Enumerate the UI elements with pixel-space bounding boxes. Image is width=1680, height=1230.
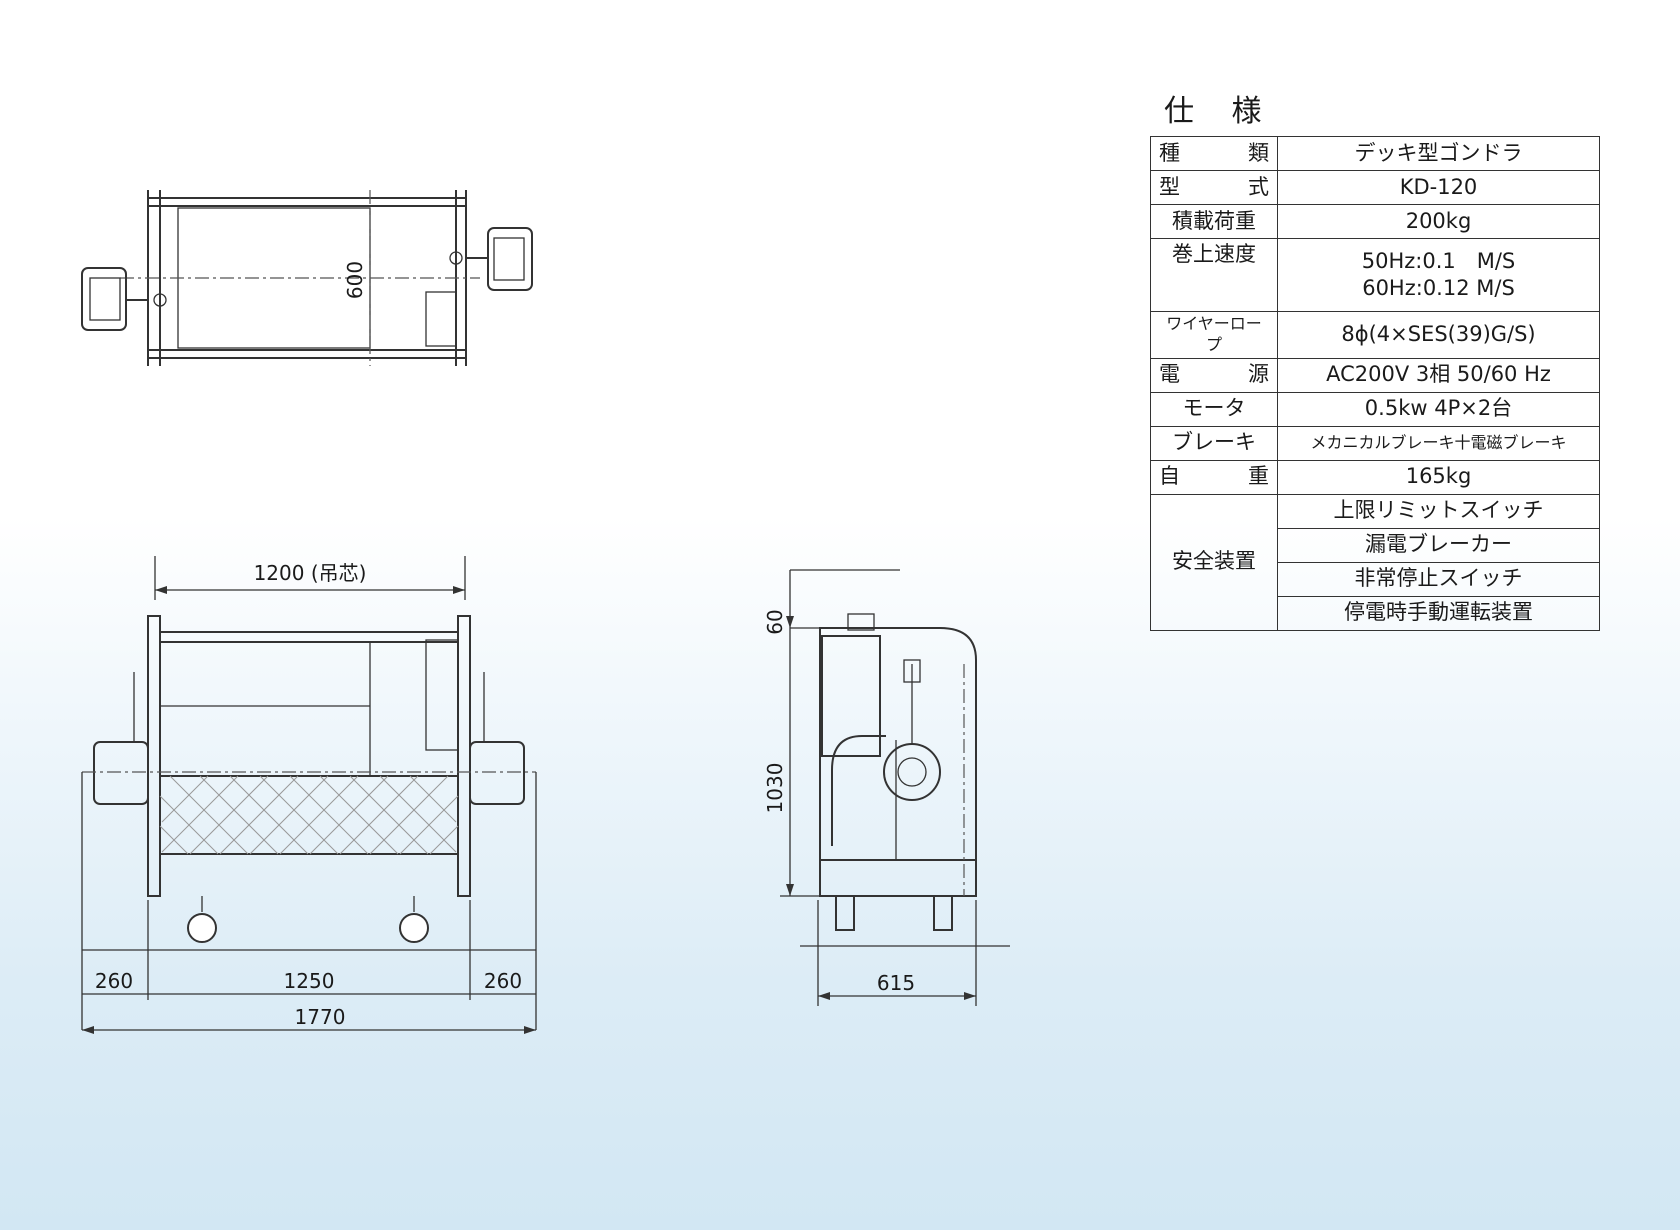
spec-label: ワイヤーロープ <box>1166 314 1262 354</box>
top-view: 600 <box>81 190 533 366</box>
spec-row-speed: 巻上速度 50Hz:0.1 M/S 60Hz:0.12 M/S <box>1150 238 1600 312</box>
spec-value: 漏電ブレーカー <box>1277 527 1600 563</box>
spec-value: 8ϕ(4×SES(39)G/S) <box>1277 311 1600 359</box>
spec-label: 安全装置 <box>1172 549 1256 574</box>
spec-title: 仕 様 <box>1164 94 1276 129</box>
spec-value: デッキ型ゴンドラ <box>1277 136 1600 171</box>
spec-row-safety: 非常停止スイッチ <box>1151 561 1600 597</box>
top-view-width-dim: 600 <box>343 261 367 299</box>
spec-label: 巻上速度 <box>1172 242 1256 266</box>
spec-value: メカニカルブレーキ十電磁ブレーキ <box>1277 425 1600 461</box>
spec-value: 停電時手動運転装置 <box>1277 595 1600 631</box>
front-view-right-dim: 260 <box>484 969 522 993</box>
spec-value: 0.5kw 4P×2台 <box>1277 391 1600 427</box>
spec-value: KD-120 <box>1277 170 1600 205</box>
spec-label: 電 源 <box>1159 362 1269 387</box>
front-view-total-dim: 1770 <box>295 1005 346 1029</box>
spec-row-wire: ワイヤーロープ 8ϕ(4×SES(39)G/S) <box>1150 311 1600 359</box>
spec-row-safety: 漏電ブレーカー <box>1151 527 1600 563</box>
spec-value: 上限リミットスイッチ <box>1277 493 1600 529</box>
front-view-top-dim: 1200 (吊芯) <box>254 561 367 585</box>
spec-value: AC200V 3相 50/60 Hz <box>1277 357 1600 393</box>
spec-label: モータ <box>1182 396 1246 421</box>
spec-row-safety: 安全装置 上限リミットスイッチ <box>1150 493 1600 631</box>
spec-panel: 仕 様 種 類 デッキ型ゴンドラ 型 式 KD-120 積載荷重 200kg 巻… <box>1150 86 1600 631</box>
spec-value-line: 60Hz:0.12 M/S <box>1362 276 1515 300</box>
side-view-width-dim: 615 <box>877 971 915 995</box>
spec-value: 200kg <box>1277 204 1600 239</box>
spec-row-type: 種 類 デッキ型ゴンドラ <box>1150 136 1600 171</box>
front-view: 1200 (吊芯) <box>81 556 537 1034</box>
spec-row-safety: 停電時手動運転装置 <box>1151 595 1600 631</box>
spec-label: ブレーキ <box>1172 430 1256 455</box>
spec-value: 165kg <box>1277 459 1600 495</box>
side-view-height-dim: 1030 <box>763 763 787 814</box>
spec-label: 自 重 <box>1159 464 1269 489</box>
spec-value-line: 50Hz:0.1 M/S <box>1361 248 1516 273</box>
front-view-left-dim: 260 <box>95 969 133 993</box>
spec-row-motor: モータ 0.5kw 4P×2台 <box>1150 391 1600 427</box>
spec-table: 種 類 デッキ型ゴンドラ 型 式 KD-120 積載荷重 200kg 巻上速度 … <box>1150 136 1600 631</box>
side-view-top-dim: 60 <box>763 609 787 634</box>
side-view: 60 1030 615 <box>763 569 1010 1006</box>
spec-row-weight: 自 重 165kg <box>1150 459 1600 495</box>
spec-value: 非常停止スイッチ <box>1277 561 1600 597</box>
front-view-center-dim: 1250 <box>284 969 335 993</box>
spec-label: 種 類 <box>1159 140 1269 165</box>
spec-row-load: 積載荷重 200kg <box>1150 204 1600 239</box>
spec-row-power: 電 源 AC200V 3相 50/60 Hz <box>1150 357 1600 393</box>
spec-row-model: 型 式 KD-120 <box>1150 170 1600 205</box>
spec-label: 型 式 <box>1159 174 1269 199</box>
spec-row-brake: ブレーキ メカニカルブレーキ十電磁ブレーキ <box>1150 425 1600 461</box>
spec-label: 積載荷重 <box>1172 208 1256 233</box>
